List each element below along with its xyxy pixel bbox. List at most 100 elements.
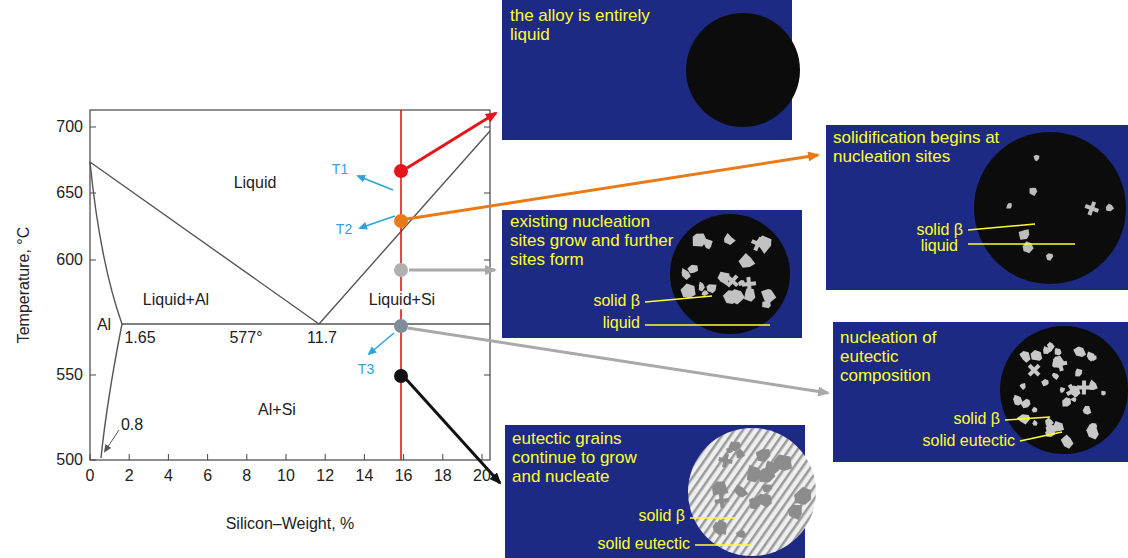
- phase-label: solid β: [873, 221, 963, 239]
- stage-dot: [394, 263, 408, 277]
- region-label: Liquid: [234, 174, 277, 192]
- axis-label: 10: [277, 467, 295, 485]
- micrograph: [1060, 387, 1065, 393]
- micrograph: [1062, 397, 1071, 406]
- leader-line: [645, 224, 1075, 545]
- region-label: 0.8: [121, 416, 143, 434]
- micrograph: [761, 289, 776, 302]
- micrograph: [1028, 364, 1041, 377]
- region-label: Al+Si: [258, 401, 296, 419]
- leader-line: [968, 243, 1075, 245]
- phase-boundary: [90, 131, 490, 458]
- stage-arrow: [407, 155, 818, 219]
- micrograph: [1019, 229, 1030, 239]
- region-label: Al: [97, 316, 111, 334]
- temperature-arrow: [360, 216, 395, 228]
- temperature-arrow: [358, 176, 393, 190]
- micrograph: [686, 13, 800, 127]
- micrograph: [1033, 420, 1038, 426]
- phase-label: solid eutectic: [895, 432, 1015, 450]
- micrograph: [1086, 424, 1098, 439]
- stage-dot: [394, 214, 408, 228]
- micrograph: [1106, 204, 1114, 212]
- micrograph: [1083, 406, 1092, 415]
- micrograph: [670, 13, 1128, 556]
- micrograph: [1032, 407, 1038, 413]
- stage-caption: solidification begins at nucleation site…: [833, 128, 1005, 166]
- axis-label: 8: [242, 467, 251, 485]
- micrograph: [1082, 380, 1086, 394]
- micrograph: [755, 494, 766, 503]
- temperature-label: T3: [358, 362, 374, 377]
- micrograph: [1052, 373, 1059, 380]
- stage-arrow: [409, 269, 495, 272]
- micrograph: [702, 291, 709, 296]
- temperature-label: T1: [332, 162, 348, 177]
- micrograph: [1020, 383, 1026, 390]
- stage-dot: [394, 164, 408, 178]
- phase-boundary: [101, 324, 122, 458]
- micrograph: [974, 132, 1126, 284]
- leader-line: [968, 224, 1035, 230]
- micrograph: [687, 265, 698, 274]
- region-label: Liquid+Al: [143, 291, 209, 309]
- stage-dot: [394, 319, 408, 333]
- axis-label: Silicon–Weight, %: [226, 515, 355, 533]
- stage-arrow: [407, 113, 496, 168]
- phase-label: liquid: [868, 237, 958, 255]
- micrograph: [726, 274, 738, 287]
- phase-label: solid β: [900, 410, 1000, 428]
- axis-label: 18: [434, 467, 452, 485]
- micrograph: [1087, 352, 1096, 362]
- micrograph: [688, 428, 816, 556]
- phase-label: solid β: [585, 507, 685, 525]
- micrograph: [713, 522, 725, 536]
- axis-label: 6: [203, 467, 212, 485]
- micrograph: [715, 498, 729, 504]
- micrograph: [1053, 421, 1064, 432]
- stage-panel: the alloy is entirely liquid: [502, 0, 792, 140]
- micrograph: [1020, 399, 1030, 409]
- axis-label: 500: [56, 451, 83, 469]
- axis-label: 650: [56, 184, 83, 202]
- stage-caption: existing nucleation sites grow and furth…: [510, 212, 688, 269]
- micrograph: [1055, 348, 1062, 356]
- region-label: Temperature, °C: [15, 227, 33, 344]
- stage-caption: nucleation of eutectic composition: [840, 328, 965, 385]
- stage-dot: [394, 164, 408, 383]
- micrograph: [706, 284, 716, 293]
- temperature-arrow: [369, 333, 394, 354]
- stage-caption: eutectic grains continue to grow and nuc…: [512, 429, 657, 486]
- micrograph: [1046, 253, 1053, 261]
- panel-ground: [826, 125, 1128, 290]
- micrograph: [1000, 326, 1128, 454]
- micrograph: [1019, 351, 1030, 363]
- micrograph: [1087, 201, 1096, 216]
- panel-ground: [502, 0, 1128, 558]
- micrograph: [736, 448, 745, 458]
- phase-label: solid eutectic: [570, 535, 690, 553]
- micrograph: [682, 268, 691, 280]
- axis-label: 12: [316, 467, 334, 485]
- phase-boundary: [122, 323, 490, 324]
- axis-label: 14: [355, 467, 373, 485]
- micrograph: [723, 290, 737, 304]
- micrograph: [747, 465, 763, 483]
- stage-panel: solidification begins at nucleation site…: [826, 125, 1128, 290]
- region-label: 11.7: [307, 329, 337, 347]
- micrograph: [704, 239, 713, 250]
- micrograph: [753, 237, 763, 251]
- axis-label: 0: [86, 467, 95, 485]
- leader-line: [645, 296, 712, 302]
- micrograph: [1061, 435, 1074, 449]
- region-label: 577°: [229, 329, 262, 347]
- micrograph: [1073, 346, 1086, 357]
- panel-ground: [502, 210, 802, 338]
- micrograph: [773, 459, 783, 469]
- micrograph: [794, 487, 811, 505]
- leader-line: [645, 324, 770, 326]
- micrograph: [1101, 391, 1106, 396]
- micrograph: [761, 484, 772, 492]
- axis-label: 2: [125, 467, 134, 485]
- temperature-label: T2: [336, 222, 352, 237]
